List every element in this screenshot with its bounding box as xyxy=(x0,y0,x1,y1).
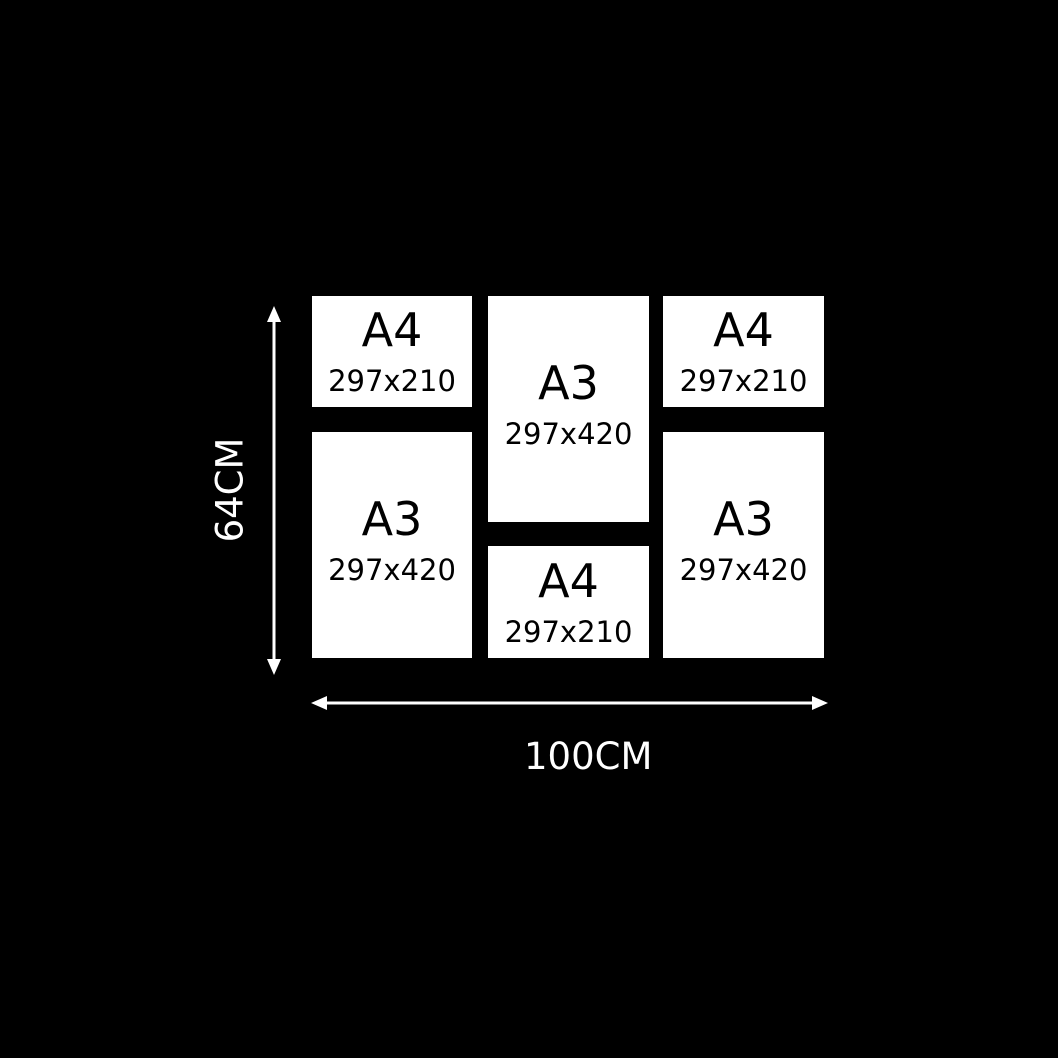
height-arrow xyxy=(267,306,281,675)
frame-a3-top-center: A3 297x420 xyxy=(488,296,649,522)
width-dimension-label: 100CM xyxy=(524,735,653,778)
frame-a4-top-left: A4 297x210 xyxy=(312,296,472,407)
frame-size-label: A4 xyxy=(713,303,774,357)
frame-a4-bottom-center: A4 297x210 xyxy=(488,546,649,658)
height-dimension-label: 64CM xyxy=(208,437,252,543)
frame-dims-label: 297x420 xyxy=(504,416,633,451)
frame-size-label: A3 xyxy=(361,491,423,546)
frame-a4-top-right: A4 297x210 xyxy=(663,296,824,407)
height-arrow-head-down xyxy=(267,659,281,675)
frame-dims-label: 297x420 xyxy=(679,552,808,587)
frame-dims-label: 297x420 xyxy=(328,552,456,587)
frame-size-label: A4 xyxy=(538,553,599,608)
frame-a3-bottom-right: A3 297x420 xyxy=(663,432,824,658)
frame-size-label: A4 xyxy=(361,303,423,357)
frame-a3-bottom-left: A3 297x420 xyxy=(312,432,472,658)
width-arrow-head-left xyxy=(311,696,327,710)
height-arrow-head-up xyxy=(267,306,281,322)
width-arrow xyxy=(311,696,828,710)
frame-size-label: A3 xyxy=(538,355,599,410)
frame-dims-label: 297x210 xyxy=(679,364,808,398)
frame-size-label: A3 xyxy=(713,491,774,546)
frame-dims-label: 297x210 xyxy=(328,364,456,398)
width-arrow-head-right xyxy=(812,696,828,710)
frame-dims-label: 297x210 xyxy=(504,614,633,649)
